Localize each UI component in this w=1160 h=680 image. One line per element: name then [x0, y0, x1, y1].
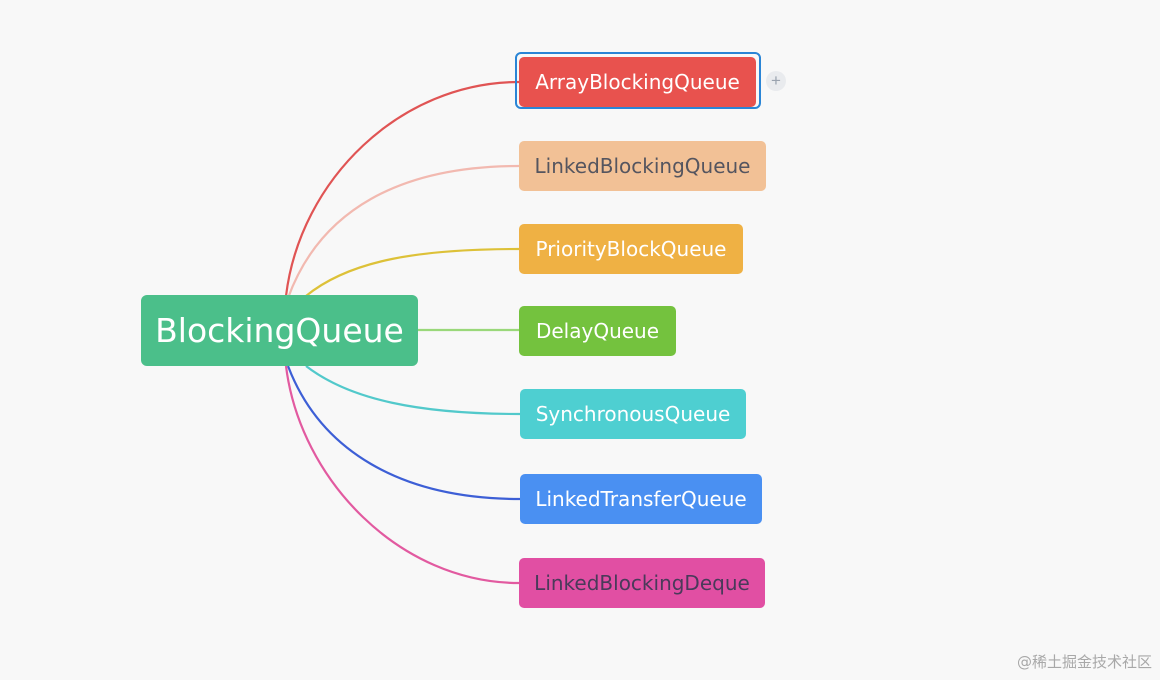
link-linked-blocking-queue — [286, 164, 520, 299]
root-node[interactable]: BlockingQueue — [141, 295, 418, 366]
link-priority-block-queue — [305, 247, 520, 297]
node-array-blocking-queue[interactable]: ArrayBlockingQueue — [519, 57, 756, 107]
link-synchronous-queue — [305, 365, 521, 416]
node-linked-transfer-queue[interactable]: LinkedTransferQueue — [520, 474, 762, 524]
node-linked-blocking-queue[interactable]: LinkedBlockingQueue — [519, 141, 766, 191]
plus-icon[interactable]: + — [766, 71, 786, 91]
node-linked-blocking-deque[interactable]: LinkedBlockingDeque — [519, 558, 765, 608]
selection-outline — [515, 52, 761, 109]
node-synchronous-queue[interactable]: SynchronousQueue — [520, 389, 746, 439]
watermark-text: @稀土掘金技术社区 — [1016, 653, 1152, 671]
link-array-blocking-queue — [284, 80, 520, 297]
link-linked-transfer-queue — [286, 365, 521, 501]
node-priority-block-queue[interactable]: PriorityBlockQueue — [519, 224, 743, 274]
node-delay-queue[interactable]: DelayQueue — [519, 306, 676, 356]
link-linked-blocking-deque — [284, 365, 520, 585]
